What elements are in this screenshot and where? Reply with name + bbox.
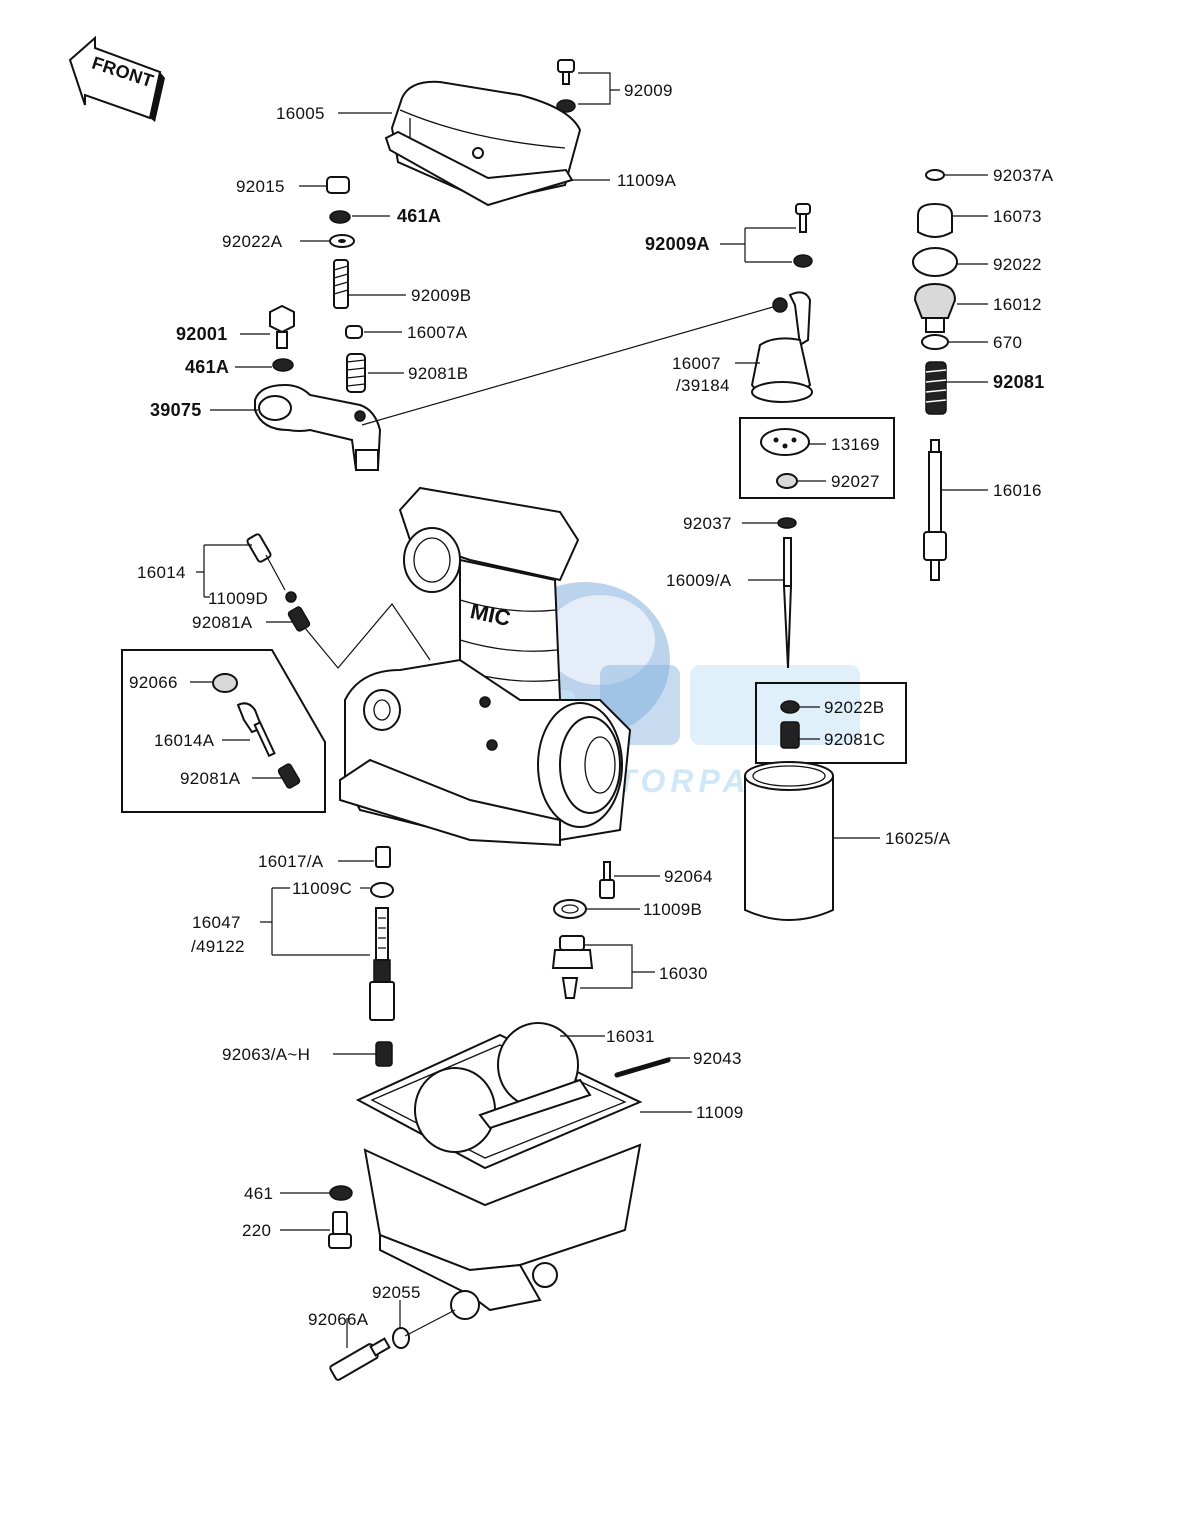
pin-92043-icon xyxy=(614,1057,671,1078)
label-92001: 92001 xyxy=(176,324,228,344)
right-stack-parts xyxy=(912,169,958,581)
label-16007: 16007 xyxy=(672,354,721,373)
top-cover-part xyxy=(384,80,582,207)
drain-screw-92066a-icon xyxy=(329,1327,410,1381)
label-39184: /39184 xyxy=(676,376,730,395)
label-92063: 92063/A~H xyxy=(222,1045,310,1064)
label-92037a: 92037A xyxy=(993,166,1054,185)
label-92081: 92081 xyxy=(993,372,1045,392)
label-92081b: 92081B xyxy=(408,364,468,383)
label-92081c: 92081C xyxy=(824,730,885,749)
label-13169: 13169 xyxy=(831,435,880,454)
bolt-92001-icon xyxy=(269,304,295,372)
label-92009b: 92009B xyxy=(411,286,471,305)
main-jet-92063-icon xyxy=(375,1041,393,1067)
label-92009: 92009 xyxy=(624,81,673,100)
kit-box-92066 xyxy=(121,649,326,813)
label-461a-top: 461A xyxy=(397,206,441,226)
label-16073: 16073 xyxy=(993,207,1042,226)
needle-16009-part xyxy=(777,517,797,669)
label-16025a: 16025/A xyxy=(885,829,951,848)
label-92027: 92027 xyxy=(831,472,880,491)
label-92015: 92015 xyxy=(236,177,285,196)
lever-39075-part xyxy=(254,383,382,472)
label-16007a: 16007A xyxy=(407,323,468,342)
label-16012: 16012 xyxy=(993,295,1042,314)
label-92055: 92055 xyxy=(372,1283,421,1302)
label-92081a-box: 92081A xyxy=(180,769,241,788)
label-16016: 16016 xyxy=(993,481,1042,500)
part-labels: 16005 92009 11009A 92015 461A 92022A 920… xyxy=(129,81,1054,1329)
lower-left-jets xyxy=(369,846,395,1021)
kit-92022b-icons xyxy=(780,700,800,749)
label-49122: /49122 xyxy=(191,937,245,956)
label-16009a: 16009/A xyxy=(666,571,732,590)
label-92037: 92037 xyxy=(683,514,732,533)
label-16031: 16031 xyxy=(606,1027,655,1046)
left-stack-parts xyxy=(326,176,366,393)
cylinder-16025-part xyxy=(744,761,834,921)
label-16017a: 16017/A xyxy=(258,852,324,871)
label-11009b: 11009B xyxy=(643,900,702,919)
label-92022b: 92022B xyxy=(824,698,884,717)
label-39075: 39075 xyxy=(150,400,202,420)
carburetor-body-part: MIC xyxy=(339,486,632,847)
label-16030: 16030 xyxy=(659,964,708,983)
leader-lines xyxy=(190,72,988,1348)
screw-220-icon xyxy=(328,1185,353,1249)
throttle-bracket-16007-part xyxy=(750,291,813,403)
label-92022: 92022 xyxy=(993,255,1042,274)
label-16014a: 16014A xyxy=(154,731,215,750)
kit-92066-icons xyxy=(212,673,301,789)
label-92009a: 92009A xyxy=(645,234,710,254)
label-220: 220 xyxy=(242,1221,271,1240)
label-11009a: 11009A xyxy=(617,171,677,190)
label-92043: 92043 xyxy=(693,1049,742,1068)
label-92066: 92066 xyxy=(129,673,178,692)
label-92064: 92064 xyxy=(664,867,713,886)
label-16005: 16005 xyxy=(276,104,325,123)
screw-92009a-icon xyxy=(793,203,813,268)
label-461: 461 xyxy=(244,1184,273,1203)
screw-92009-icon xyxy=(556,59,576,113)
kit-box-13169 xyxy=(739,417,895,499)
label-92022a: 92022A xyxy=(222,232,283,251)
label-16047: 16047 xyxy=(192,913,241,932)
label-92081a-top: 92081A xyxy=(192,613,253,632)
plate-13169-icon xyxy=(760,428,810,489)
label-11009d: 11009D xyxy=(208,589,268,608)
front-arrow-icon: FRONT xyxy=(68,35,165,122)
kit-box-92022b xyxy=(755,682,907,764)
label-16014: 16014 xyxy=(137,563,186,582)
label-11009c: 11009C xyxy=(292,879,352,898)
label-461a-left: 461A xyxy=(185,357,229,377)
label-92066a: 92066A xyxy=(308,1310,369,1329)
float-bowl-part xyxy=(355,1022,643,1320)
pilot-screw-16014-part xyxy=(246,533,431,669)
float-valve-parts xyxy=(551,861,615,999)
label-670: 670 xyxy=(993,333,1022,352)
label-11009: 11009 xyxy=(696,1103,744,1122)
